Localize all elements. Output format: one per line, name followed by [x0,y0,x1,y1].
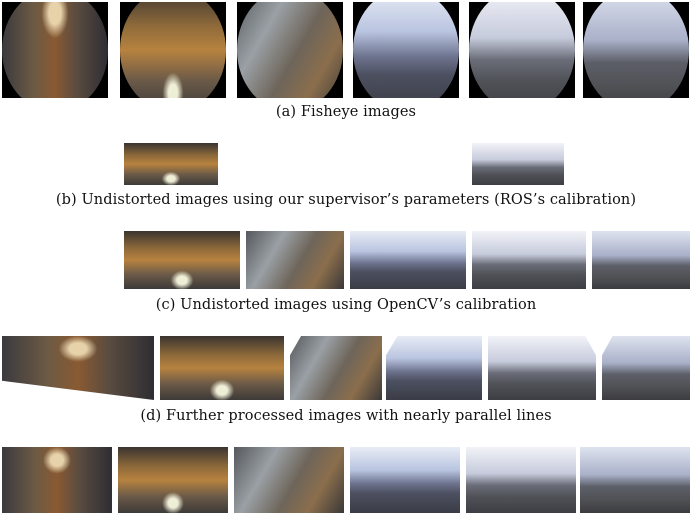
fisheye-image-1 [2,2,108,98]
opencv-undistorted-image-5 [472,231,586,289]
parallel-lines-image-3 [290,336,382,400]
opencv-undistorted-image-6 [592,231,690,289]
row-ros-undistorted [0,143,692,185]
final-image-2 [118,447,228,513]
parallel-lines-image-1 [2,336,154,400]
ros-undistorted-image-3 [224,143,344,185]
parallel-lines-image-4 [386,336,482,400]
parallel-lines-image-6 [602,336,690,400]
fisheye-image-3 [237,2,343,98]
ros-undistorted-image-6 [570,143,690,185]
parallel-lines-image-5 [488,336,596,400]
ros-undistorted-image-4 [350,143,466,185]
final-image-6 [580,447,690,513]
row-fisheye [0,2,692,98]
final-image-5 [466,447,576,513]
opencv-undistorted-image-4 [350,231,466,289]
caption-d: (d) Further processed images with nearly… [140,408,552,424]
caption-c: (c) Undistorted images using OpenCV’s ca… [155,297,537,313]
opencv-undistorted-image-1 [2,231,118,289]
ros-undistorted-image-2 [124,143,218,185]
parallel-lines-image-2 [160,336,284,400]
row-final-images [0,447,692,513]
fisheye-image-2 [120,2,226,98]
final-image-4 [350,447,460,513]
ros-undistorted-image-5 [472,143,564,185]
ros-undistorted-image-1 [2,143,118,185]
opencv-undistorted-image-2 [124,231,240,289]
row-parallel-lines [0,336,692,400]
final-image-3 [234,447,344,513]
fisheye-image-4 [353,2,459,98]
fisheye-image-5 [469,2,575,98]
caption-a: (a) Fisheye images [275,104,417,120]
fisheye-image-6 [583,2,689,98]
row-opencv-undistorted [0,231,692,289]
final-image-1 [2,447,112,513]
caption-b: (b) Undistorted images using our supervi… [55,192,637,208]
opencv-undistorted-image-3 [246,231,344,289]
